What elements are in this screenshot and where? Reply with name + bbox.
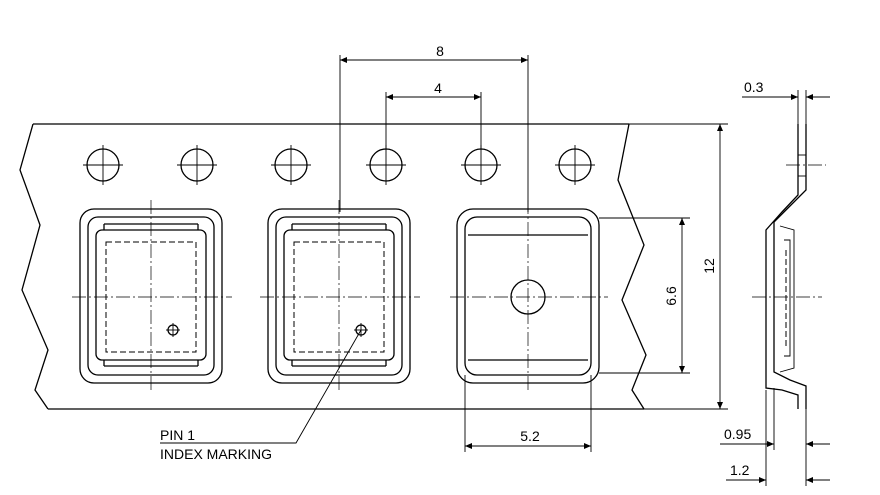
dimension-1-2-label: 1.2 — [730, 462, 750, 478]
sprocket-holes — [83, 145, 595, 185]
pocket-with-component-1 — [72, 200, 232, 393]
dimension-6-6: 6.6 — [599, 217, 690, 374]
dimension-4: 4 — [385, 80, 482, 150]
pin1-callout: PIN 1 INDEX MARKING — [160, 329, 362, 462]
dimension-12: 12 — [629, 123, 728, 410]
dimension-5-2: 5.2 — [464, 375, 592, 452]
dimension-12-label: 12 — [701, 258, 717, 274]
dimension-6-6-label: 6.6 — [663, 286, 679, 306]
index-marking-label: INDEX MARKING — [160, 446, 272, 462]
empty-pocket — [450, 200, 608, 393]
sprocket-hole — [366, 145, 406, 185]
sprocket-hole — [177, 145, 217, 185]
dimension-8-label: 8 — [436, 43, 444, 59]
sprocket-hole — [555, 145, 595, 185]
pocket-with-component-2 — [260, 200, 420, 393]
dimension-0-95: 0.95 — [720, 388, 830, 450]
carrier-tape — [19, 123, 647, 410]
dimension-0-3: 0.3 — [742, 79, 830, 124]
sprocket-hole — [461, 145, 501, 185]
dimension-4-label: 4 — [434, 80, 442, 96]
dimension-0-95-label: 0.95 — [724, 426, 751, 442]
side-section-view — [752, 124, 826, 409]
dimension-0-3-label: 0.3 — [744, 79, 764, 95]
sprocket-hole — [271, 145, 311, 185]
dimension-8: 8 — [339, 43, 529, 212]
dimension-1-2: 1.2 — [726, 390, 830, 486]
pin1-label: PIN 1 — [160, 427, 195, 443]
sprocket-hole — [83, 145, 123, 185]
dimension-5-2-label: 5.2 — [520, 428, 540, 444]
